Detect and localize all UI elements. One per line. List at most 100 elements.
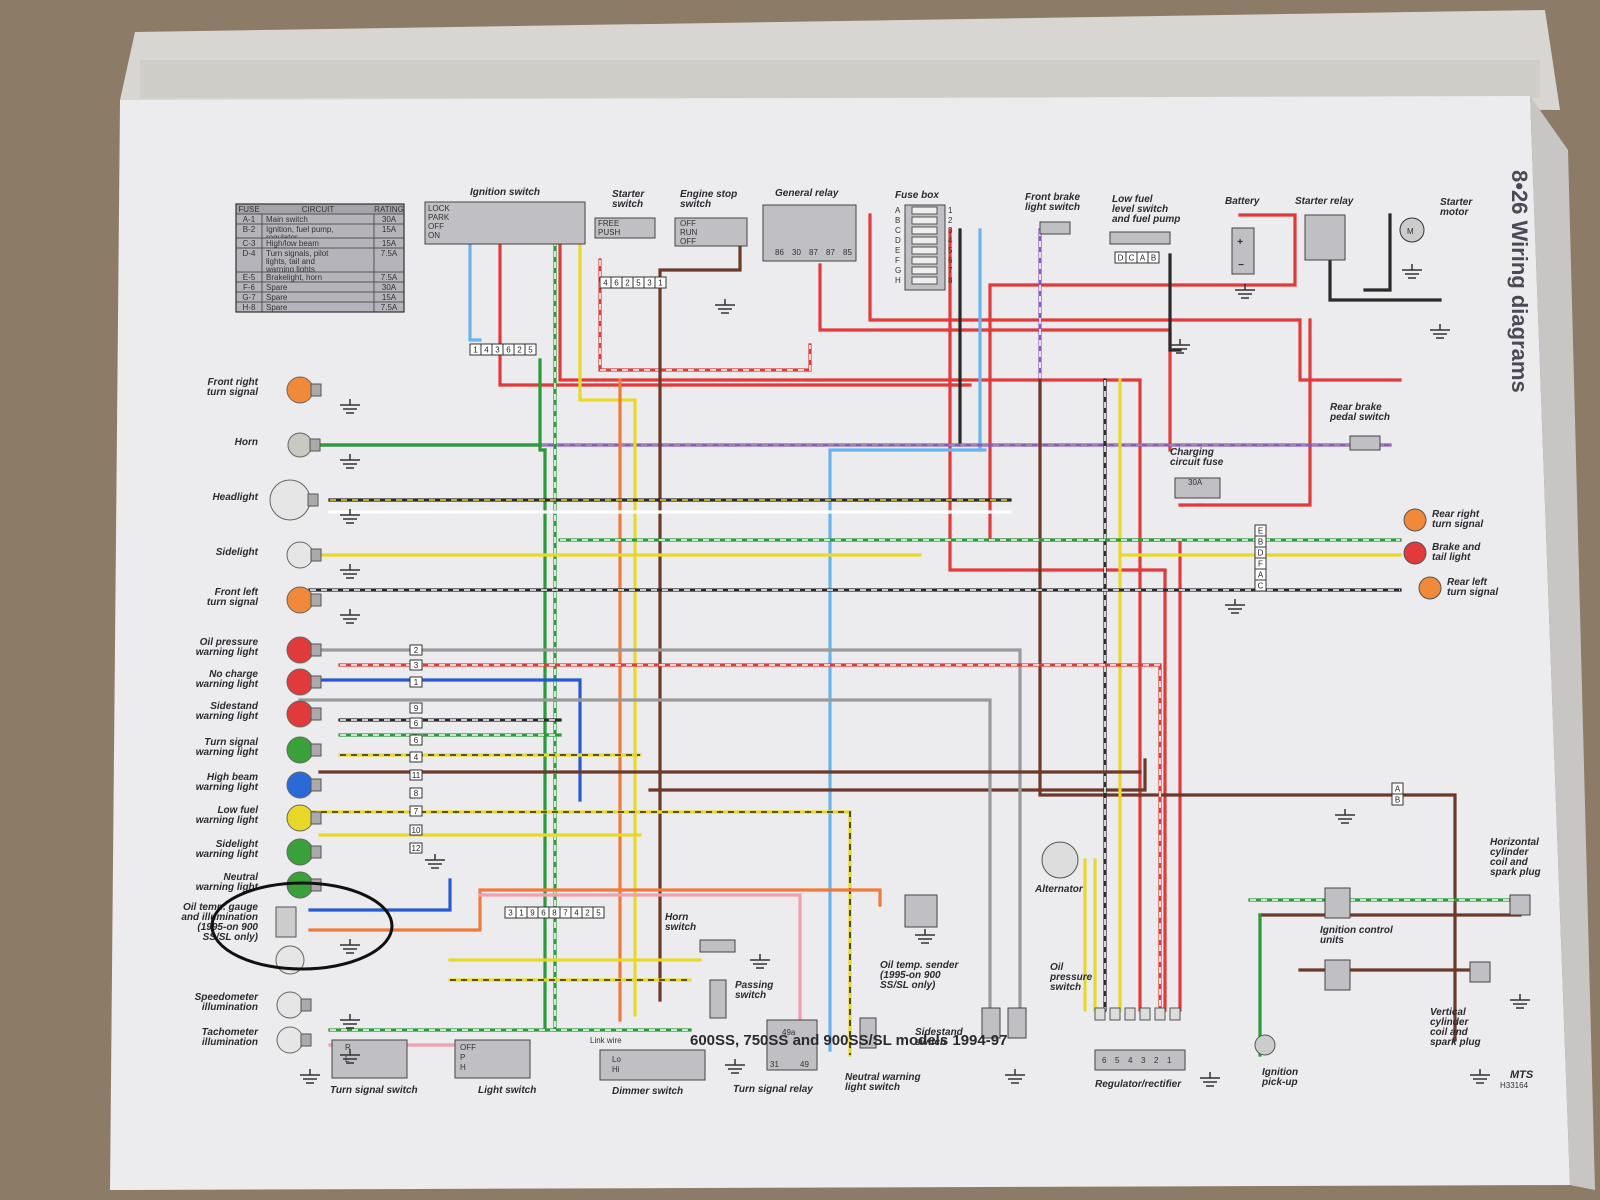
dimmer-switch-position: Hi [612,1065,620,1074]
left-component-label: Oil pressure [200,637,259,648]
fuse-box-number: 8 [948,276,953,285]
fuse-box-number: 7 [948,266,953,275]
oil-temp-gauge-body [275,906,297,938]
horizontal-coil-label: Horizontal [1490,837,1539,848]
turn-signal-relay-pin: 49 [800,1060,809,1069]
engine-stop-switch-label: Engine stop [680,189,737,200]
vertical-coil-label: coil and [1430,1027,1469,1038]
warning-connector-pin [409,769,423,781]
warning-connector-pin [409,805,423,817]
fuse-table-circuit: Ignition, fuel pump, [266,225,334,234]
fuse-box-fuse [911,226,938,235]
turn-signal-switch-label: Turn signal switch [330,1085,418,1096]
left-component-label: warning light [196,849,259,860]
left-component-label: Tachometer [202,1027,259,1038]
rear-brake-switch-label: Rear brake [1330,402,1382,413]
vertical-coil-box [1469,961,1491,983]
ground-symbol [1510,994,1530,1009]
page-header: 8•26 Wiring diagrams [1507,170,1532,393]
left-component-label: High beam [207,772,258,783]
left-component-label: Horn [235,437,258,448]
warning-connector-pin [409,676,423,688]
indicator-lamp [286,736,314,764]
dash-connector-pin-label: 4 [574,909,579,918]
rear-lamp [1403,541,1427,565]
warning-connector-pin-label: 2 [414,646,419,655]
oil-pressure-switch-label: switch [1050,982,1081,993]
fuel-pump-connector-pin [1147,251,1160,264]
fuse-table-row [235,301,405,313]
left-component-label: Sidestand [210,701,259,712]
ab-connector-pin-label: B [1395,796,1400,805]
low-fuel-switch-label: and fuel pump [1112,214,1180,225]
low-fuel-switch-label: Low fuel [1112,194,1153,205]
left-component-label: illumination [202,1002,258,1013]
general-relay-pin: 87 [809,248,818,257]
starter-relay-box [1304,214,1346,261]
ignition-switch-position: LOCK [428,204,450,213]
rear-connector-pin-label: E [1258,527,1263,536]
wire-orange-oil [308,888,882,932]
battery-body [1231,227,1255,275]
ground-symbol [340,1049,360,1064]
left-component-label: Low fuel [217,805,258,816]
general-relay-pin: 86 [775,248,784,257]
fuse-table-rating: 15A [382,239,397,248]
ignition-switch-box [424,201,586,245]
fuel-pump-connector-pin-label: A [1140,254,1146,263]
ignition-control-unit-1 [1324,887,1351,919]
fuse-table-header: RATING [374,205,404,214]
lamp-base [310,593,322,607]
regulator-plug [1154,1007,1166,1021]
fuse-box-label: Fuse box [895,190,939,201]
ground-symbol [340,1014,360,1029]
starter-connector-pin-label: 5 [636,279,641,288]
warning-connector-pin-label: 1 [414,678,419,687]
horizontal-coil-label: coil and [1490,857,1529,868]
warning-connector-pin-label: 6 [414,736,419,745]
indicator-lamp [286,871,314,899]
fuse-box-fuse [911,216,938,225]
rear-lamp-label: turn signal [1432,519,1483,530]
lamp-base [310,548,322,562]
regulator-plug [1169,1007,1181,1021]
oil-temp-sender-label: SS/SL only) [880,980,936,991]
wire-blue-1 [318,678,582,802]
fuse-table-header: CIRCUIT [302,205,335,214]
starter-motor-symbol: M [1407,227,1414,236]
alternator-body [1041,841,1079,879]
fuse-table-fuse: G-7 [242,293,256,302]
engine-stop-switch-box [674,217,748,247]
starter-switch-label: switch [612,199,643,210]
fuse-table-rating: 15A [382,225,397,234]
front-brake-switch-label: light switch [1025,202,1080,213]
oil-temp-sender-label: Oil temp. sender [880,960,959,971]
starter-connector-pin-label: 2 [625,279,630,288]
light-switch-position: H [460,1063,466,1072]
fuse-table-circuit: lights, tail and [266,257,315,266]
fuse-box-letter: D [895,236,901,245]
annotation-circle [210,881,394,971]
fuse-box-letter: B [895,216,900,225]
indicator-lamp [287,432,313,458]
turn-signal-relay-label: Turn signal relay [733,1084,813,1095]
fuse-box-fuse [911,236,938,245]
general-relay-pin: 87 [826,248,835,257]
fuse-table-fuse: D-4 [243,249,256,258]
left-component-label: and illumination [181,912,258,923]
indicator-lamp [276,991,304,1019]
fuse-box-letter: C [895,226,901,235]
rear-lamp [1403,508,1427,532]
horizontal-coil-label: cylinder [1490,847,1529,858]
wire-grey-2 [298,698,992,1012]
warning-connector-pin [409,644,423,656]
warning-connector-pin [409,824,423,836]
alternator-label: Alternator [1034,884,1084,895]
lamp-base [310,675,322,689]
ground-symbol [340,399,360,414]
fuse-box-letter: A [895,206,901,215]
dash-connector-pin-label: 7 [563,909,568,918]
left-component-label: warning light [196,647,259,658]
ground-symbol [340,454,360,469]
